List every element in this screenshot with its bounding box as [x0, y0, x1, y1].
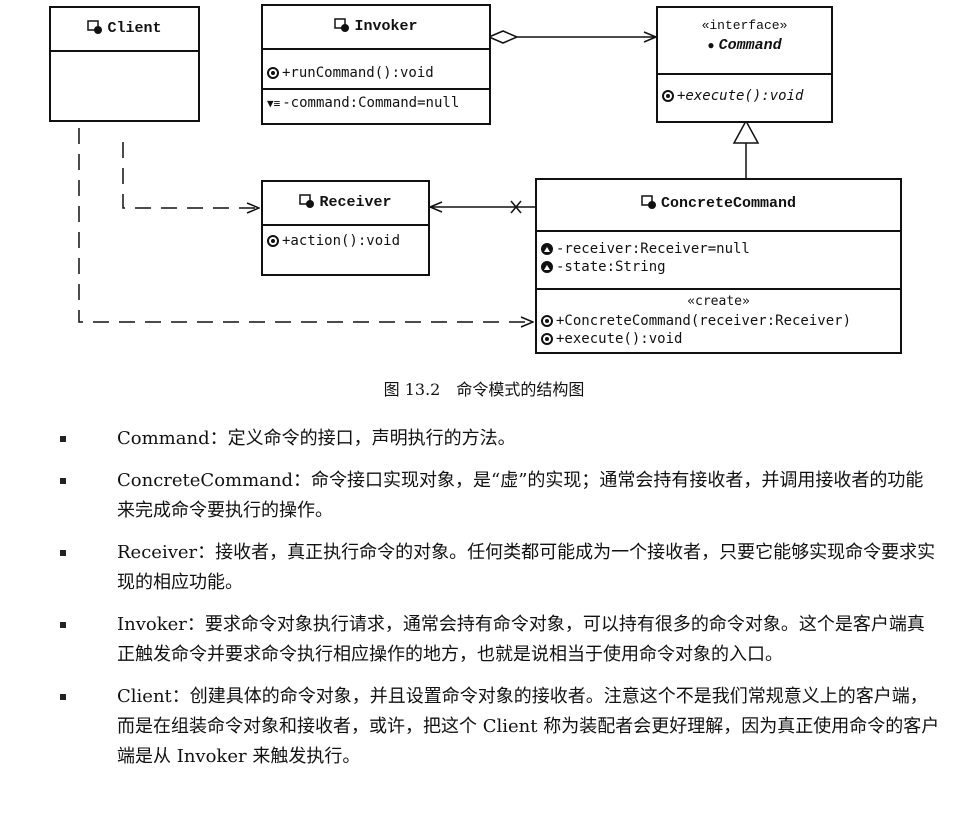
- invoker-attribute: -command:Command=null: [282, 95, 460, 111]
- bullet-icon: [60, 622, 66, 628]
- list-item: Invoker：要求命令对象执行请求，通常会持有命令对象，可以持有很多的命令对象…: [60, 610, 940, 670]
- client-class: Client: [49, 6, 200, 122]
- create-stereotype: «create»: [687, 294, 750, 309]
- interface-icon: ●: [707, 39, 715, 53]
- invoker-class-name: Invoker: [354, 18, 418, 35]
- receiver-class: Receiver +action():void: [261, 180, 430, 276]
- public-operation-icon: [267, 67, 279, 79]
- client-receiver-dependency: [122, 142, 259, 208]
- class-icon: [87, 20, 103, 34]
- role-definition-list: Command：定义命令的接口，声明执行的方法。 ConcreteCommand…: [60, 424, 940, 784]
- diagram-connectors: [78, 30, 760, 360]
- public-operation-icon: [267, 235, 279, 247]
- client-class-name: Client: [107, 20, 162, 37]
- concrete-attribute-state: -state:String: [556, 259, 666, 275]
- concrete-execute-operation: +execute():void: [556, 331, 683, 347]
- client-concrete-dependency: [78, 128, 533, 322]
- invoker-class: Invoker +runCommand():void ▼≡-command:Co…: [261, 4, 491, 125]
- aggregation-diamond: [487, 30, 519, 44]
- list-item: ConcreteCommand：命令接口实现对象，是“虚”的实现；通常会持有接收…: [60, 466, 940, 526]
- realization-triangle: [732, 119, 760, 144]
- class-icon: [641, 195, 656, 209]
- bullet-icon: [60, 550, 66, 556]
- interface-stereotype: «interface»: [701, 18, 788, 33]
- concrete-command-class: ConcreteCommand -receiver:Receiver=null …: [535, 178, 902, 354]
- list-item: Receiver：接收者，真正执行命令的对象。任何类都可能成为一个接收者，只要它…: [60, 538, 940, 598]
- private-attribute-icon: [541, 261, 553, 273]
- bullet-icon: [60, 436, 66, 442]
- command-operation: +execute():void: [677, 88, 804, 104]
- bullet-icon: [60, 478, 66, 484]
- receiver-operation: +action():void: [282, 233, 401, 249]
- invoker-operation: +runCommand():void: [282, 65, 434, 81]
- bullet-icon: [60, 694, 66, 700]
- abstract-operation-icon: [662, 90, 674, 102]
- public-operation-icon: [541, 315, 553, 327]
- command-interface-name: Command: [718, 37, 782, 54]
- list-item: Client：创建具体的命令对象，并且设置命令对象的接收者。注意这个不是我们常规…: [60, 682, 940, 772]
- association-x-mark: [510, 200, 522, 214]
- class-icon: [299, 194, 315, 208]
- public-operation-icon: [541, 333, 553, 345]
- class-icon: [334, 18, 350, 32]
- command-interface: «interface» ●Command +execute():void: [656, 6, 833, 123]
- private-attribute-icon: [541, 243, 553, 255]
- list-item: Command：定义命令的接口，声明执行的方法。: [60, 424, 940, 454]
- concrete-command-class-name: ConcreteCommand: [660, 195, 797, 212]
- concrete-attribute-receiver: -receiver:Receiver=null: [556, 241, 750, 257]
- uml-class-diagram: Client Invoker +runCommand():void ▼≡-com…: [0, 0, 968, 360]
- figure-caption: 图 13.2 命令模式的结构图: [383, 380, 585, 399]
- private-field-icon: ▼≡: [267, 96, 281, 110]
- receiver-class-name: Receiver: [319, 194, 392, 211]
- concrete-constructor: +ConcreteCommand(receiver:Receiver): [556, 313, 852, 329]
